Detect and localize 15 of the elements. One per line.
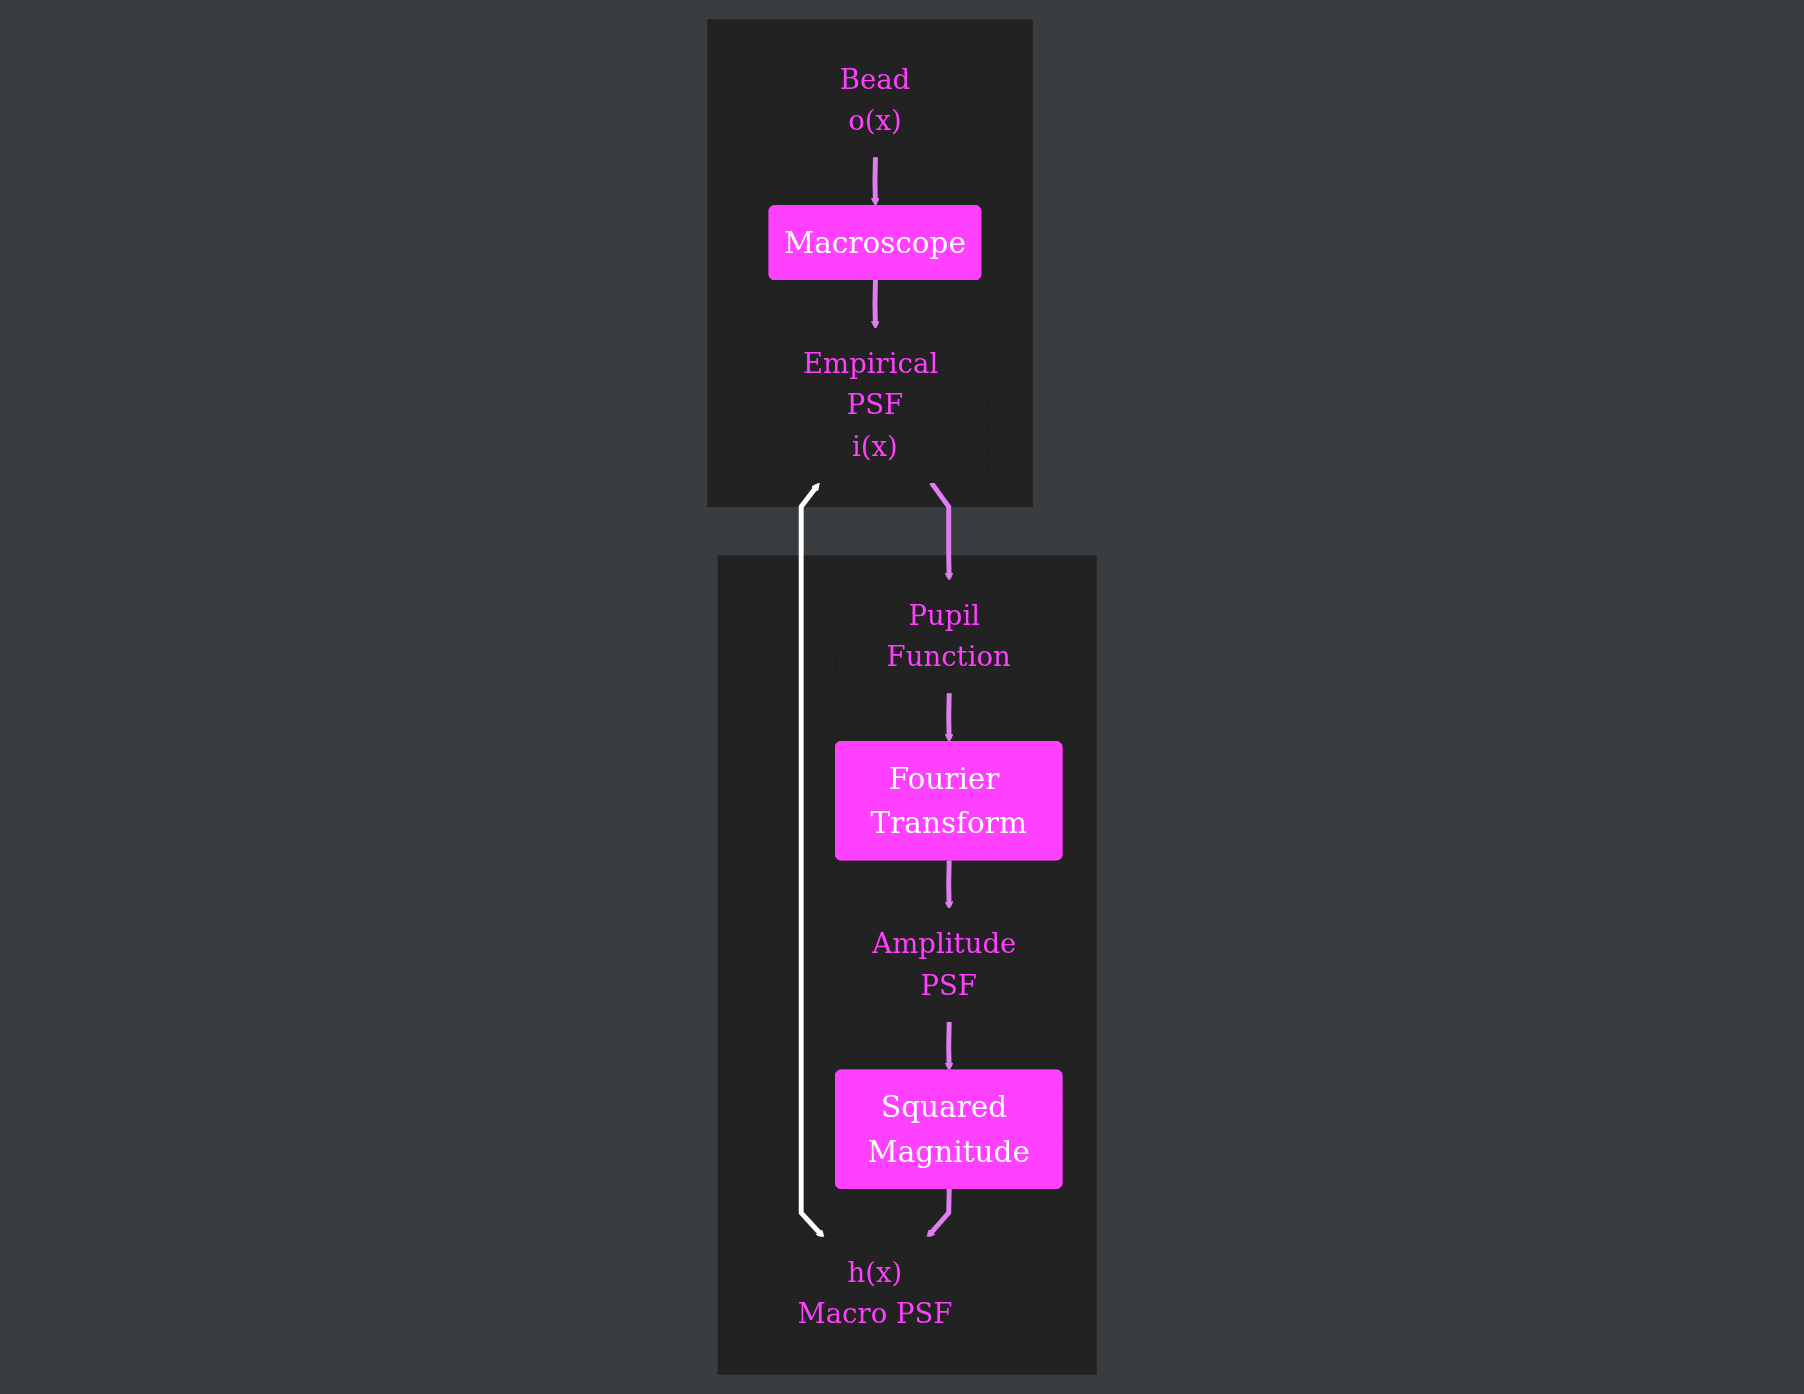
cluster [707, 19, 1033, 508]
arrow [798, 482, 825, 1239]
node-text: Pupil Function [886, 599, 1011, 673]
node-text: Empirical PSF i(x) [802, 347, 939, 463]
arrow [944, 860, 954, 910]
cluster [717, 555, 1097, 1375]
node-text: Bead o(x) [839, 63, 911, 137]
arrow [944, 693, 954, 743]
node-text: h(x) Macro PSF [797, 1256, 953, 1330]
arrow [926, 1188, 952, 1239]
arrow [929, 481, 954, 582]
node-text: Amplitude PSF [872, 927, 1017, 1002]
arrow [870, 157, 880, 207]
arrow [944, 1021, 954, 1072]
arrow [870, 279, 880, 330]
